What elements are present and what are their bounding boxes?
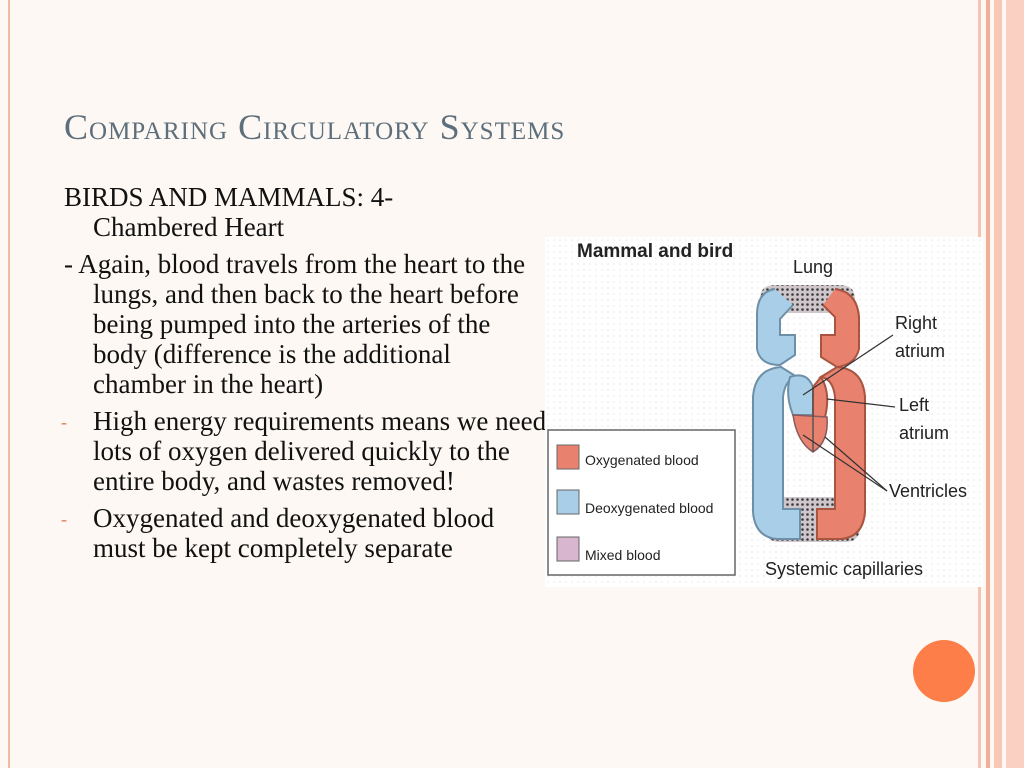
bullet-text: Oxygenated and deoxygenated blood must b… <box>93 503 495 563</box>
diagram-legend: Oxygenated blood Deoxygenated blood Mixe… <box>547 429 736 576</box>
legend-swatch <box>556 444 580 470</box>
right-heart-chambers <box>787 374 814 416</box>
legend-label: Deoxygenated blood <box>585 500 713 516</box>
legend-swatch <box>556 489 580 515</box>
legend-swatch <box>556 536 580 562</box>
pointer-ventricles-b <box>824 436 888 492</box>
legend-item-mixed: Mixed blood <box>556 536 661 563</box>
bullet-marker: - <box>61 412 67 432</box>
pointer-ventricles-a <box>802 434 888 492</box>
section-heading: BIRDS AND MAMMALS: 4- Chambered Heart <box>64 182 549 242</box>
diagram-caption: Mammal and bird <box>577 241 733 262</box>
bullet-item: - High energy requirements means we need… <box>61 406 549 496</box>
legend-item-deoxygenated: Deoxygenated blood <box>556 489 713 516</box>
label-right: Right <box>895 313 937 333</box>
pointer-left-atrium <box>826 398 896 408</box>
bullet-marker: - <box>61 509 67 529</box>
decorative-orange-circle <box>913 640 975 702</box>
legend-item-oxygenated: Oxygenated blood <box>556 444 699 470</box>
legend-label: Mixed blood <box>585 547 661 563</box>
label-left-atrium: atrium <box>899 423 949 443</box>
oxygenated-circuit <box>812 288 866 540</box>
circulation-diagram: Mammal and bird Lung Right atrium Left a… <box>545 237 983 587</box>
pointer-right-atrium <box>802 334 894 396</box>
label-left: Left <box>899 395 929 415</box>
legend-label: Oxygenated blood <box>585 452 699 468</box>
heading-line-1: BIRDS AND MAMMALS: 4- <box>64 182 394 212</box>
heading-line-2: Chambered Heart <box>93 212 285 242</box>
label-ventricles: Ventricles <box>889 481 967 501</box>
label-lung: Lung <box>793 257 833 277</box>
bullet-text: High energy requirements means we need l… <box>93 406 547 496</box>
intro-paragraph: - Again, blood travels from the heart to… <box>64 249 526 399</box>
right-decorative-stripes <box>972 0 1024 768</box>
label-systemic-capillaries: Systemic capillaries <box>765 559 923 579</box>
bullet-item: - Oxygenated and deoxygenated blood must… <box>61 503 549 563</box>
left-frame-line <box>8 0 10 768</box>
slide-body: BIRDS AND MAMMALS: 4- Chambered Heart - … <box>61 182 549 570</box>
slide-title: Comparing Circulatory Systems <box>64 107 566 147</box>
label-right-atrium: atrium <box>895 341 945 361</box>
